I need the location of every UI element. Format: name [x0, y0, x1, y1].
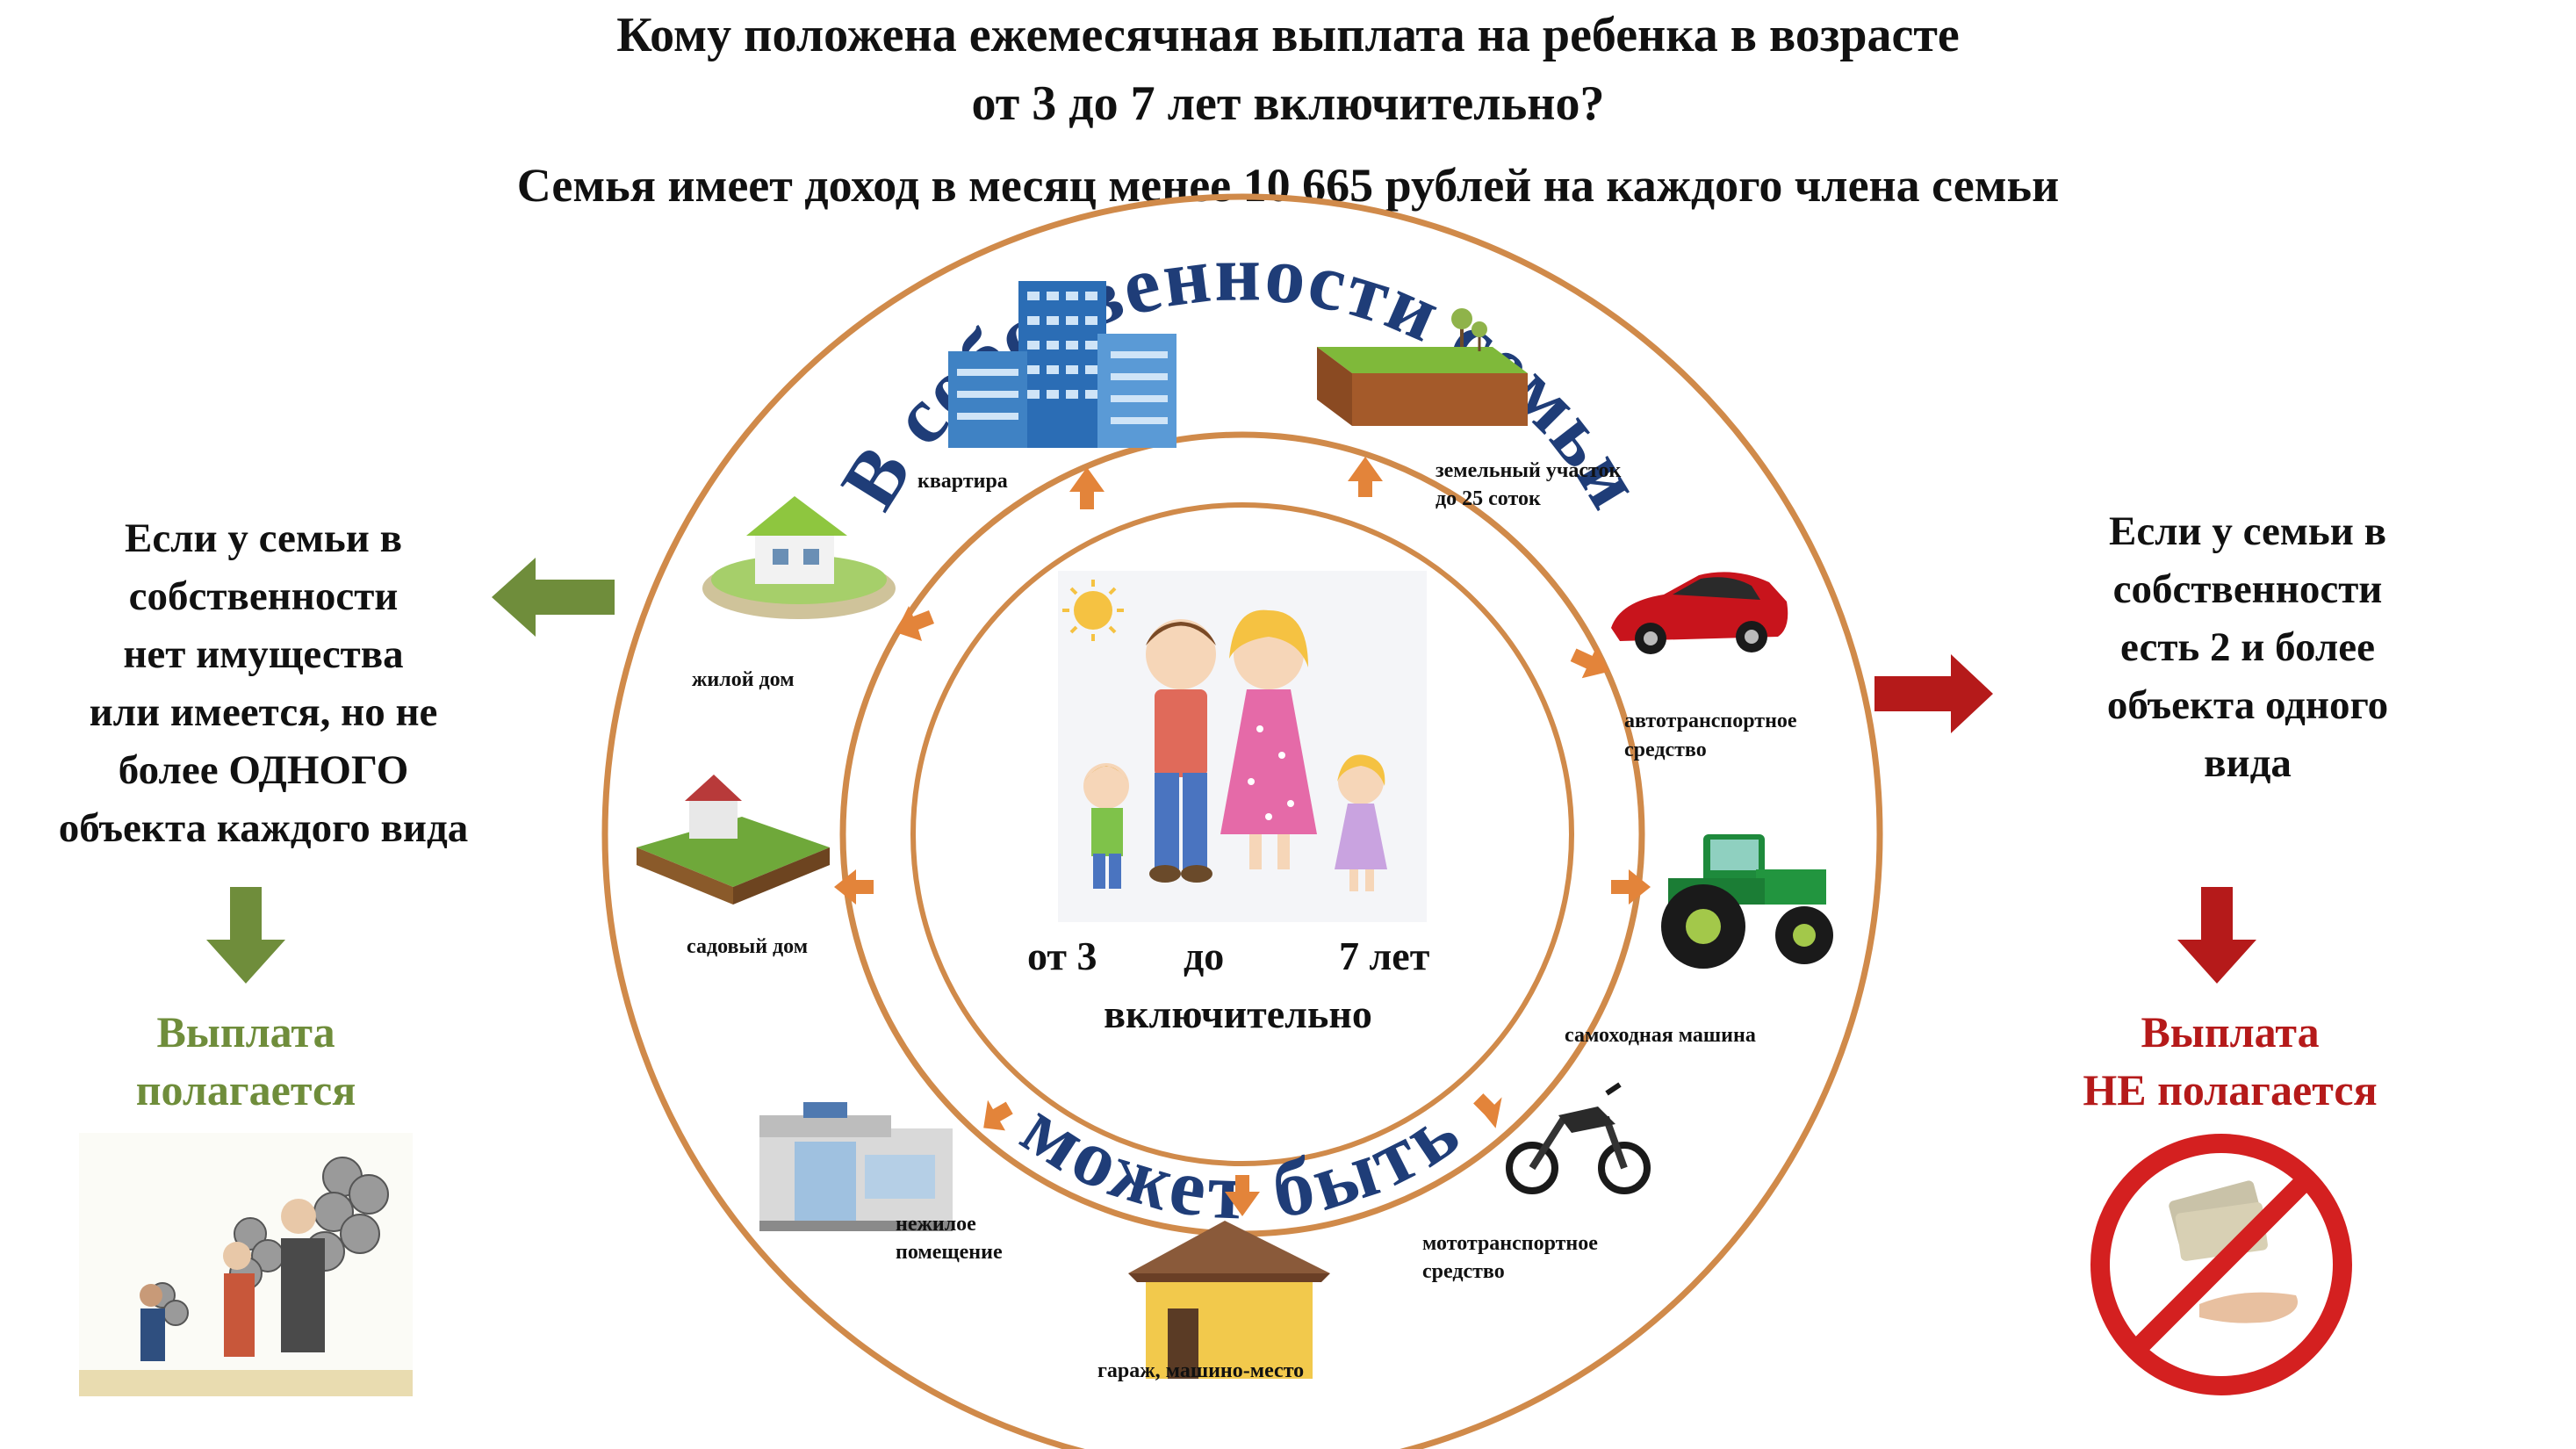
label-garage: гараж, машино-место — [1097, 1359, 1305, 1382]
right-condition-line: собственности — [2112, 566, 2383, 612]
left-condition-line: или имеется, но не — [89, 689, 438, 735]
arrow-house — [896, 606, 934, 641]
down-green-arrow — [206, 887, 285, 984]
center-age-to: до — [1184, 934, 1225, 978]
right-condition-line: вида — [2204, 740, 2292, 786]
arrow-tractor — [1611, 869, 1651, 905]
page-title-line1: Кому положена ежемесячная выплата на реб… — [616, 8, 1960, 62]
label-nonres-line2: помещение — [896, 1241, 1003, 1264]
center-inclusive: включительно — [1104, 991, 1372, 1036]
left-condition: Если у семьи в собственности нет имущест… — [0, 509, 527, 857]
left-result-line: полагается — [135, 1065, 356, 1114]
residential-house-icon — [702, 496, 896, 619]
apartment-building-icon — [948, 281, 1176, 448]
arrow-land — [1348, 457, 1383, 497]
label-land-line1: земельный участок — [1436, 459, 1622, 482]
sun-icon — [1074, 591, 1112, 630]
left-condition-line: более ОДНОГО — [118, 747, 409, 793]
label-car-line2: средство — [1624, 739, 1707, 761]
orange-arrows — [834, 457, 1651, 1216]
right-result-line: Выплата — [2141, 1007, 2320, 1056]
arrow-garden — [834, 869, 874, 905]
no-money-icon — [2090, 1134, 2352, 1395]
right-condition-line: Если у семьи в — [2108, 508, 2387, 554]
garage-icon — [1128, 1221, 1330, 1379]
label-nonres-line1: нежилое — [896, 1213, 976, 1236]
down-red-arrow — [2177, 887, 2256, 984]
left-condition-line: нет имущества — [123, 631, 404, 677]
right-result: Выплата НЕ полагается — [2002, 1003, 2458, 1119]
page-title-line2: от 3 до 7 лет включительно? — [971, 76, 1605, 131]
arrow-car — [1570, 646, 1609, 679]
arrow-apartment — [1069, 467, 1105, 509]
left-condition-line: собственности — [128, 573, 399, 619]
label-land-line2: до 25 соток — [1436, 487, 1541, 510]
label-moto-line1: мототранспортное — [1422, 1232, 1598, 1255]
label-tractor: самоходная машина — [1565, 1024, 1756, 1047]
label-residential-house: жилой дом — [692, 668, 795, 691]
label-garden-house: садовый дом — [687, 935, 809, 958]
garden-house-icon — [637, 775, 830, 905]
left-condition-line: Если у семьи в — [124, 515, 403, 561]
commercial-building-icon — [759, 1102, 953, 1231]
inner-ring — [910, 502, 1574, 1166]
arrow-garage — [1225, 1175, 1260, 1216]
family-illustration — [1058, 571, 1427, 922]
coins-people-illustration — [79, 1133, 413, 1396]
page-subtitle: Семья имеет доход в месяц менее 10 665 р… — [516, 159, 2060, 212]
right-condition: Если у семьи в собственности есть 2 и бо… — [2019, 502, 2476, 792]
car-icon — [1611, 572, 1788, 654]
arrow-nonres — [983, 1099, 1013, 1131]
right-result-line: НЕ полагается — [2083, 1065, 2378, 1114]
right-red-arrow — [1874, 654, 1993, 733]
tractor-icon — [1661, 834, 1833, 969]
label-moto-line2: средство — [1422, 1260, 1505, 1283]
left-condition-line: объекта каждого вида — [58, 805, 469, 851]
right-condition-line: есть 2 и более — [2120, 624, 2375, 670]
center-age-years: 7 лет — [1339, 934, 1430, 978]
center-age-from: от 3 — [1027, 934, 1097, 978]
left-result-line: Выплата — [156, 1007, 335, 1056]
left-green-arrow — [492, 558, 615, 637]
right-condition-line: объекта одного — [2106, 682, 2389, 728]
land-plot-icon — [1317, 308, 1528, 426]
label-car-line1: автотранспортное — [1624, 710, 1797, 732]
arrow-moto — [1473, 1093, 1502, 1128]
motorcycle-icon — [1506, 1082, 1651, 1194]
outer-ring — [601, 193, 1883, 1449]
left-result: Выплата полагается — [70, 1003, 421, 1119]
label-apartment: квартира — [917, 470, 1008, 493]
